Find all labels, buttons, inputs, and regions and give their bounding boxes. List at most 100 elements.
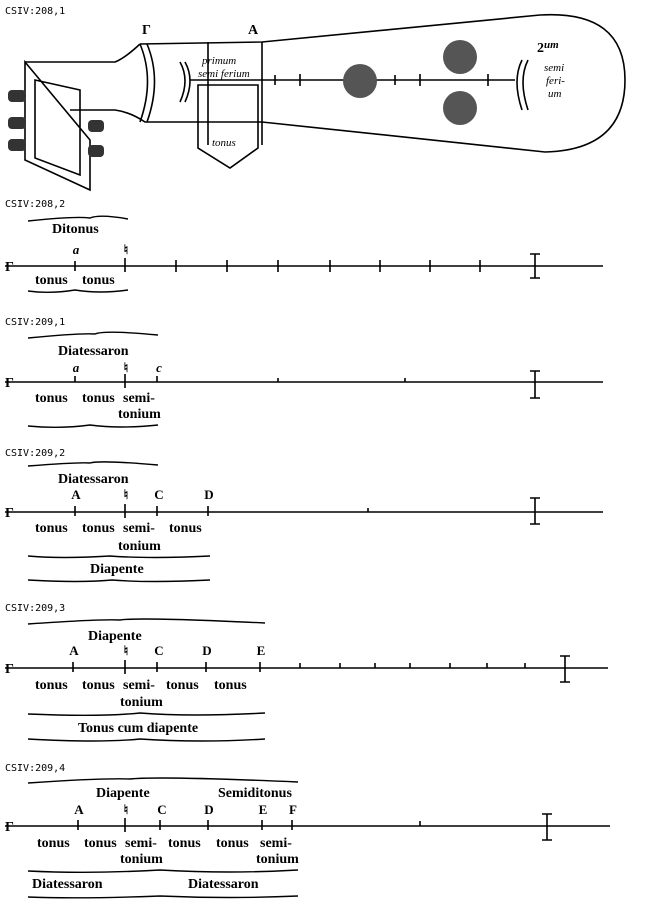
brace-bottom [27, 289, 129, 293]
interval-label: tonium [118, 539, 161, 554]
brace-top [27, 618, 266, 625]
tonus-shield [197, 84, 259, 169]
monochord-body [25, 13, 626, 153]
brace-top [27, 215, 129, 222]
note-label: c [156, 360, 162, 375]
interval-label: semi- [123, 521, 155, 536]
note-label: D [204, 487, 213, 502]
interval-label: tonus [84, 836, 117, 851]
figure-caption: CSIV:208,2 [5, 199, 65, 210]
tuning-pegs [8, 90, 104, 157]
interval-label: tonus [35, 391, 68, 406]
gamma-label: Γ [5, 662, 14, 677]
interval-label: Diatessaron [188, 877, 259, 892]
brace-bottom [27, 424, 159, 428]
figure-caption: CSIV:209,4 [5, 763, 65, 774]
brace-top [27, 461, 159, 467]
note-label: a [73, 360, 80, 375]
note-label: A [74, 802, 84, 817]
interval-label: tonus [35, 678, 68, 693]
brace-bottom [27, 895, 299, 899]
brace-middle [27, 712, 266, 716]
note-label: A [69, 643, 79, 658]
interval-label: semi- [260, 836, 292, 851]
fret-ticks [274, 74, 489, 86]
brace-bottom [27, 738, 266, 742]
left-bridge [179, 61, 191, 103]
brace-bottom [27, 579, 211, 583]
sound-hole [443, 91, 477, 125]
gamma-label: Γ [5, 506, 14, 521]
figure-caption: CSIV:209,2 [5, 448, 65, 459]
brace-middle [27, 869, 299, 873]
um-label: um [548, 88, 562, 100]
interval-label: tonus [35, 521, 68, 536]
figure-ditonus: CSIV:208,2 Ditonus Γ a ♮ tonus tonus [5, 199, 603, 293]
interval-label: Diapente [90, 562, 144, 577]
gamma-label: Γ [142, 23, 151, 38]
interval-label: Diapente [96, 786, 150, 801]
note-label: E [257, 643, 266, 658]
interval-label: tonium [256, 852, 299, 867]
note-label: F [289, 802, 297, 817]
figure-diapente: CSIV:209,3 Diapente Γ A ♮ C D E tonus to… [5, 603, 608, 742]
interval-label: Diapente [88, 629, 142, 644]
pegbox [24, 59, 91, 192]
ticks [77, 813, 552, 841]
ticks [72, 655, 570, 683]
note-label: ♮ [124, 643, 129, 658]
note-label: a [73, 242, 80, 257]
note-label: E [259, 802, 268, 817]
gamma-label: Γ [5, 820, 14, 835]
note-label: ♮ [124, 487, 129, 502]
interval-label: tonus [35, 273, 68, 288]
sound-hole [343, 64, 377, 98]
interval-label: tonus [169, 521, 202, 536]
gamma-label: Γ [5, 376, 14, 391]
sound-hole [443, 40, 477, 74]
interval-label: tonus [216, 836, 249, 851]
semiferium-label: semi ferium [198, 68, 250, 80]
interval-label: tonus [214, 678, 247, 693]
interval-label: Diatessaron [32, 877, 103, 892]
figure-diatessaron-diapente: CSIV:209,2 Diatessaron Γ A ♮ C D tonus t… [5, 448, 603, 583]
note-label: ♮ [124, 802, 129, 817]
figure-caption: CSIV:209,3 [5, 603, 65, 614]
figure-diatessaron: CSIV:209,1 Diatessaron Γ a ♮ c tonus ton… [5, 317, 603, 428]
figure-monochord-instrument: CSIV:208,1 Γ A tonus primum semi ferium … [5, 6, 626, 192]
ticks [74, 370, 540, 399]
note-label: ♮ [124, 360, 129, 375]
interval-label: Diatessaron [58, 472, 129, 487]
interval-label: tonus [168, 836, 201, 851]
brace-middle [27, 555, 211, 559]
tonus-label: tonus [212, 137, 236, 149]
primum-label: primum [201, 55, 236, 67]
neck-edge [139, 43, 149, 123]
interval-label: tonus [166, 678, 199, 693]
interval-label: semi- [123, 678, 155, 693]
second-label: 2um [537, 39, 559, 56]
interval-label: tonus [82, 391, 115, 406]
note-label: C [157, 802, 166, 817]
ticks [74, 253, 540, 279]
a-label: A [248, 23, 259, 38]
note-label: ♮ [124, 242, 129, 257]
interval-label: tonium [118, 407, 161, 422]
gamma-label: Γ [5, 260, 14, 275]
note-label: D [202, 643, 211, 658]
interval-label: Ditonus [52, 222, 99, 237]
brace-top [27, 777, 299, 784]
interval-label: Semiditonus [218, 786, 292, 801]
semi-label: semi [544, 62, 564, 74]
interval-label: tonium [120, 852, 163, 867]
right-bridge [516, 59, 529, 111]
brace-top [27, 331, 159, 339]
figure-caption: CSIV:209,1 [5, 317, 65, 328]
interval-label: tonium [120, 695, 163, 710]
figure-diapente-semiditonus: CSIV:209,4 Diapente Semiditonus Γ A ♮ C … [5, 763, 610, 899]
interval-label: Tonus cum diapente [78, 721, 198, 736]
note-label: D [204, 802, 213, 817]
interval-label: semi- [125, 836, 157, 851]
